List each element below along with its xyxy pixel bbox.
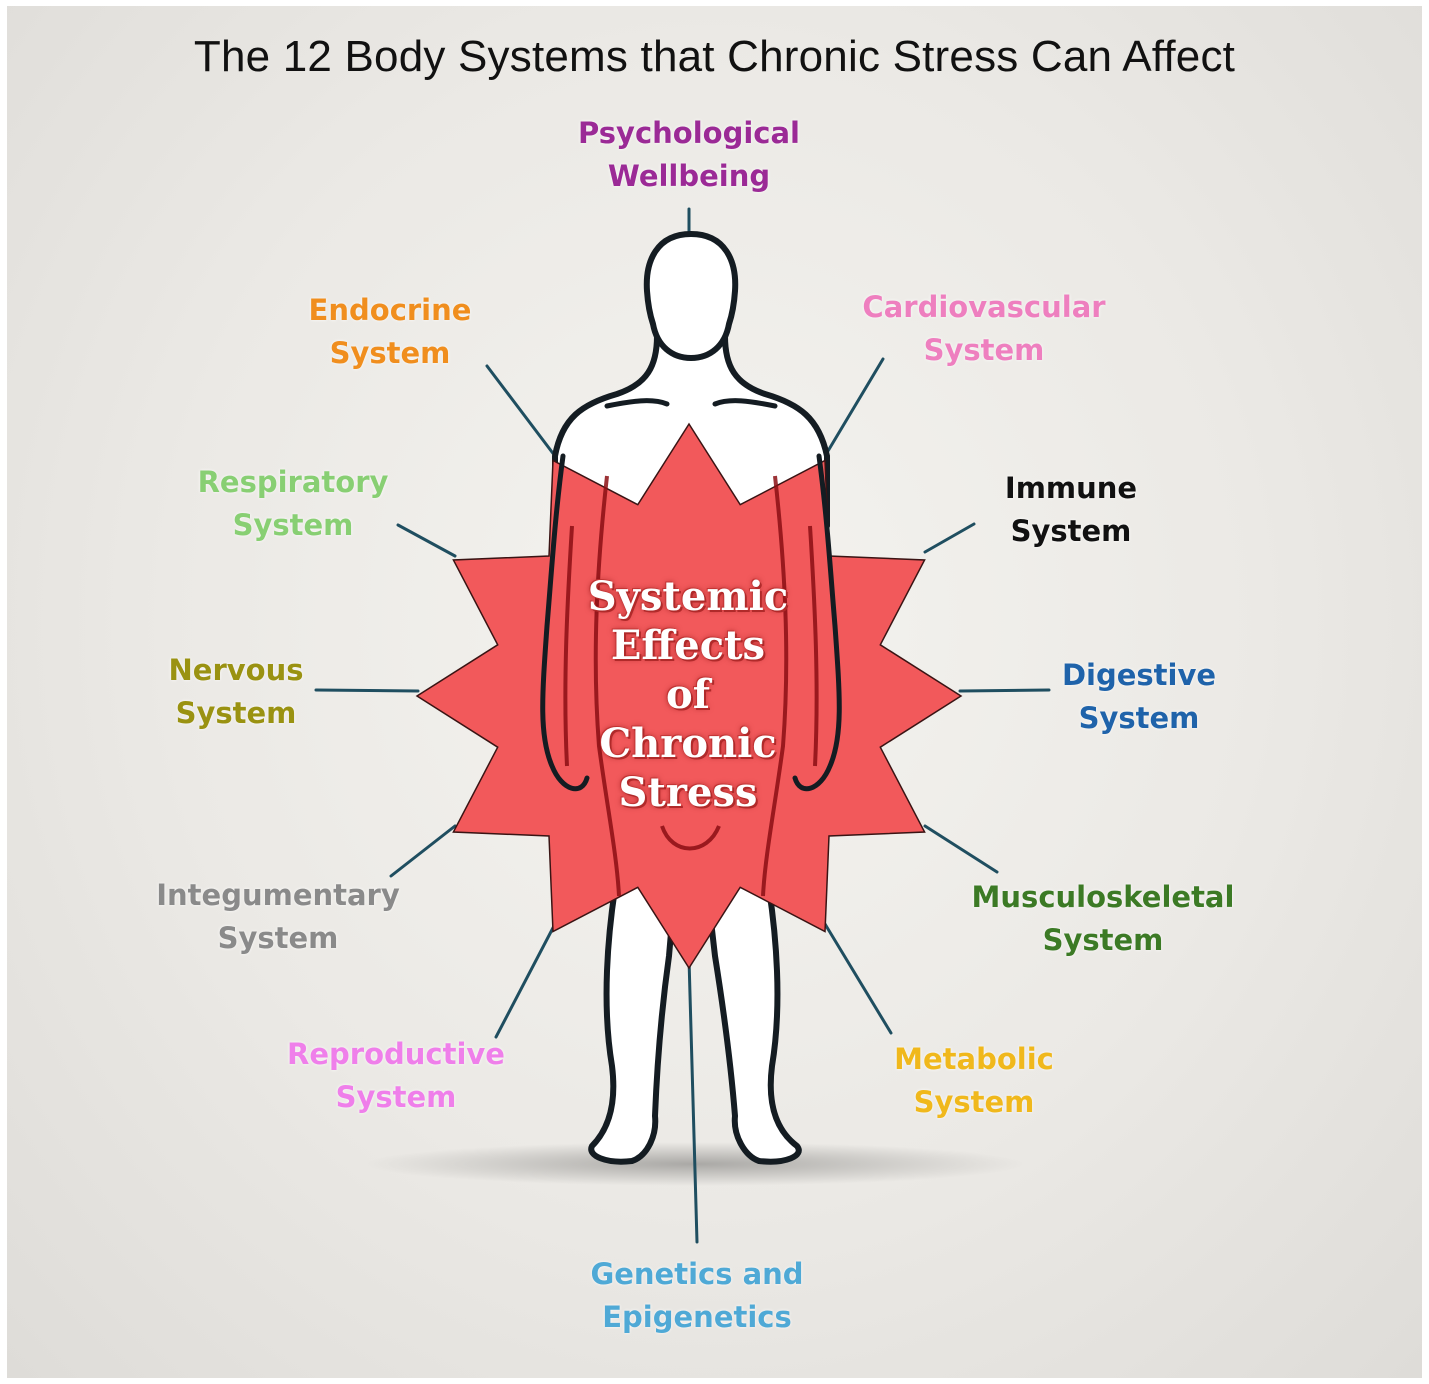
connector-metabolic bbox=[823, 922, 893, 1035]
connector-integumentary bbox=[389, 824, 457, 878]
right-arm-outline bbox=[792, 453, 842, 792]
diagram-canvas: The 12 Body Systems that Chronic Stress … bbox=[7, 6, 1422, 1378]
diagram-artwork bbox=[314, 207, 1051, 1244]
diagram-title: The 12 Body Systems that Chronic Stress … bbox=[193, 32, 1236, 81]
left-torso-vessel bbox=[593, 475, 621, 897]
connector-digestive bbox=[958, 688, 1051, 693]
groin-vessel bbox=[660, 825, 721, 851]
center-line-3: of bbox=[666, 671, 710, 718]
body-outline bbox=[540, 398, 842, 792]
connector-endocrine bbox=[485, 364, 557, 458]
head bbox=[643, 231, 739, 361]
right-leg bbox=[704, 873, 802, 1165]
center-line-4: Chronic bbox=[599, 720, 777, 767]
connector-genetics bbox=[687, 957, 699, 1244]
connector-nervous bbox=[314, 688, 420, 693]
connector-reproductive bbox=[494, 922, 557, 1039]
center-line-2: Effects bbox=[610, 622, 766, 669]
connector-cardiovascular bbox=[823, 357, 885, 458]
connector-musculoskeletal bbox=[923, 824, 999, 874]
center-line-5: Stress bbox=[618, 769, 758, 816]
center-title: Systemic Effects of Chronic Stress bbox=[588, 572, 788, 817]
left-leg bbox=[588, 873, 678, 1165]
left-arm-vessel bbox=[563, 525, 574, 767]
center-line-1: Systemic bbox=[587, 573, 789, 620]
chest-line-left bbox=[604, 398, 670, 409]
red-vessels bbox=[563, 475, 819, 897]
left-arm-outline bbox=[540, 453, 590, 792]
connector-respiratory bbox=[396, 523, 457, 558]
chest-line-right bbox=[712, 398, 778, 409]
right-arm-vessel bbox=[808, 525, 819, 767]
right-torso-vessel bbox=[761, 475, 789, 897]
connector-immune bbox=[923, 522, 976, 554]
